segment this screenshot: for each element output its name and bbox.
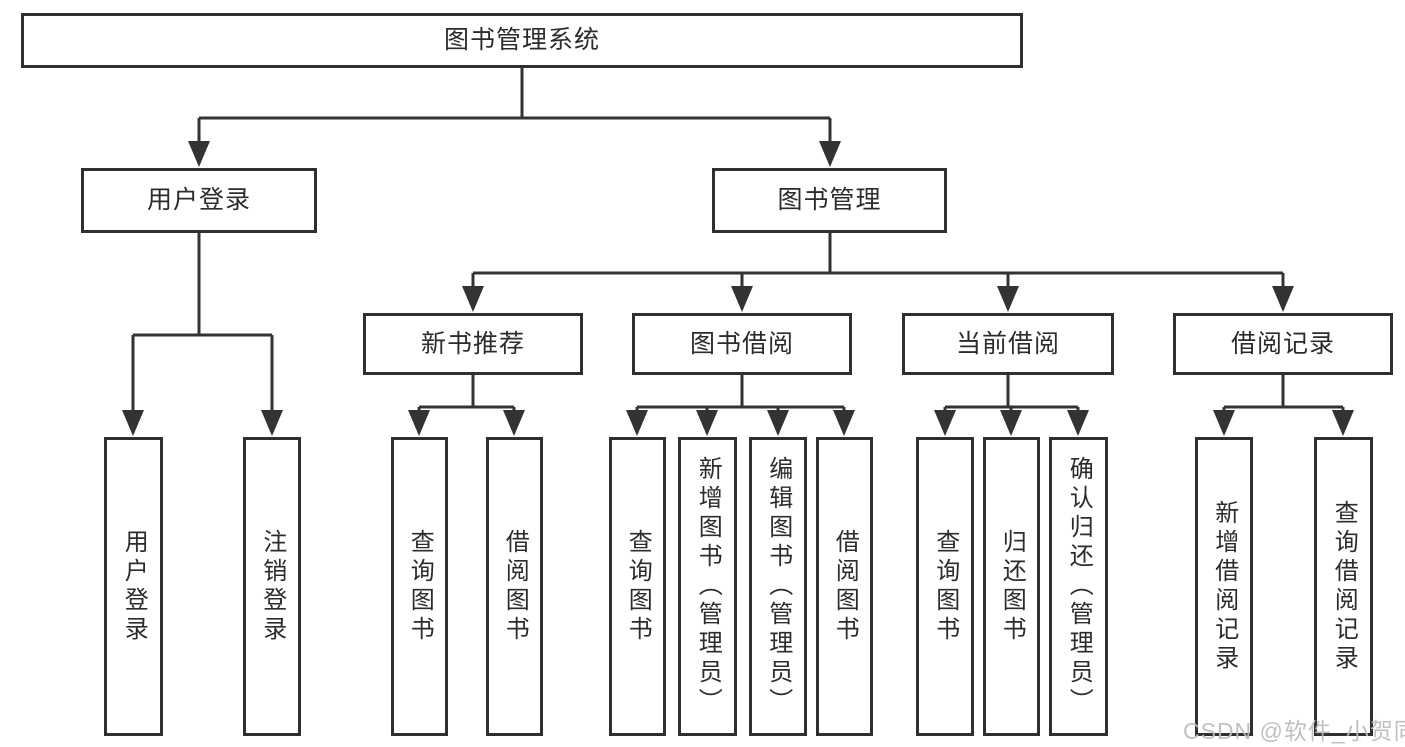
leaf-edit-book-admin: 编辑图书（管理员） — [749, 437, 807, 736]
node-label: 图书管理系统 — [443, 26, 600, 54]
leaf-label: 归还图书 — [998, 528, 1026, 645]
node-label: 借阅记录 — [1230, 329, 1335, 358]
csdn-watermark: CSDN @软件_小贺同学 — [1183, 718, 1405, 744]
leaf-query-borrow-record: 查询借阅记录 — [1314, 437, 1373, 736]
node-user-login: 用户登录 — [81, 168, 317, 233]
node-label: 图书管理 — [777, 186, 882, 214]
leaf-add-book-admin: 新增图书（管理员） — [678, 437, 737, 736]
leaf-label: 查询图书 — [406, 528, 434, 645]
node-new-book-recommend: 新书推荐 — [363, 313, 583, 375]
leaf-add-borrow-record: 新增借阅记录 — [1195, 437, 1253, 736]
node-label: 图书借阅 — [689, 329, 794, 358]
node-label: 当前借阅 — [955, 329, 1060, 358]
leaf-label: 查询借阅记录 — [1330, 499, 1358, 674]
leaf-label: 查询图书 — [624, 528, 652, 645]
leaf-label: 确认归还（管理员） — [1065, 456, 1093, 717]
node-label: 新书推荐 — [420, 329, 525, 358]
node-book-management: 图书管理 — [712, 168, 947, 233]
leaf-label: 借阅图书 — [501, 528, 529, 645]
leaf-label: 用户登录 — [120, 528, 148, 645]
leaf-confirm-return-admin: 确认归还（管理员） — [1049, 437, 1108, 736]
node-book-borrowing: 图书借阅 — [632, 313, 852, 375]
leaf-borrow-books-recommend: 借阅图书 — [486, 437, 543, 736]
leaf-logout: 注销登录 — [243, 437, 301, 736]
leaf-borrow-books-borrowing: 借阅图书 — [816, 437, 873, 736]
leaf-label: 新增借阅记录 — [1210, 499, 1238, 674]
leaf-query-books-borrowing: 查询图书 — [609, 437, 666, 736]
node-label: 用户登录 — [146, 186, 251, 214]
leaf-query-books-current: 查询图书 — [916, 437, 974, 736]
node-borrowing-records: 借阅记录 — [1173, 313, 1393, 375]
leaf-label: 借阅图书 — [831, 528, 859, 645]
leaf-query-books-recommend: 查询图书 — [391, 437, 448, 736]
leaf-label: 编辑图书（管理员） — [764, 456, 792, 717]
leaf-label: 新增图书（管理员） — [694, 456, 722, 717]
node-current-borrowing: 当前借阅 — [902, 313, 1114, 375]
node-library-management-system: 图书管理系统 — [21, 13, 1023, 68]
leaf-user-login: 用户登录 — [104, 437, 163, 736]
leaf-return-books: 归还图书 — [983, 437, 1040, 736]
leaf-label: 注销登录 — [258, 528, 286, 645]
leaf-label: 查询图书 — [931, 528, 959, 645]
